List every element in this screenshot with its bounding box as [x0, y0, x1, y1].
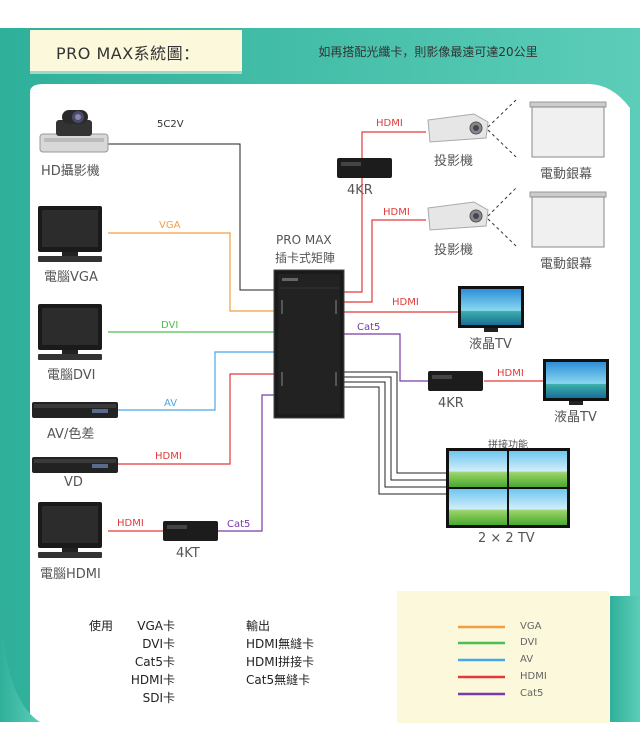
link-hdmi-tv1-label: HDMI — [392, 297, 419, 308]
output-card-item: HDMI無縫卡 — [246, 637, 315, 651]
link-dvi-label: DVI — [161, 320, 179, 331]
4kt-label: 4KT — [176, 546, 200, 561]
matrix-chassis — [273, 269, 345, 419]
projection-lines — [487, 99, 517, 247]
output-cards-list: 輸出 HDMI無縫卡 HDMI拼接卡 Cat5無縫卡 — [246, 617, 314, 689]
output-card-item: Cat5無縫卡 — [246, 673, 311, 687]
line-av — [118, 351, 274, 411]
page-subtitle: 如再搭配光纖卡，則影像最遠可達20公里 — [318, 45, 538, 59]
tv-1-label: 液晶TV — [469, 337, 512, 352]
screen-1-label: 電動銀幕 — [540, 167, 593, 182]
link-hdmi-tv2-label: HDMI — [497, 368, 524, 379]
screen-1-device — [529, 101, 607, 158]
pc-dvi-device — [38, 304, 102, 360]
line-hdmi-vd — [118, 373, 274, 465]
tv-2-label: 液晶TV — [554, 410, 597, 425]
matrix-label-2: 插卡式矩陣 — [275, 251, 336, 265]
hd-camera-label: HD攝影機 — [41, 164, 100, 179]
legend-cat5-label: Cat5 — [520, 688, 544, 699]
legend-dvi-label: DVI — [520, 637, 538, 648]
legend-hdmi-label: HDMI — [520, 671, 547, 682]
line-wall-2 — [343, 376, 446, 481]
input-card-item: Cat5卡 — [134, 655, 175, 669]
legend-lines — [458, 625, 505, 696]
projector-2-label: 投影機 — [434, 243, 474, 258]
pc-dvi-label: 電腦DVI — [47, 368, 96, 383]
4kr-top-device — [337, 158, 392, 178]
link-hdmi-proj2-label: HDMI — [383, 207, 410, 218]
4kr-top-label: 4KR — [347, 183, 373, 198]
screen-2-device — [529, 191, 607, 248]
projector-1-device — [427, 113, 489, 143]
input-cards-heading: 使用 — [89, 619, 114, 633]
link-cat5-out-label: Cat5 — [357, 322, 381, 333]
line-wall-1 — [343, 371, 446, 474]
input-card-item: DVI卡 — [142, 637, 175, 651]
4kr-mid-label: 4KR — [438, 396, 464, 411]
line-vga — [108, 232, 274, 312]
video-wall-title: 拼接功能 — [488, 440, 528, 451]
link-av-label: AV — [164, 398, 178, 409]
title-box — [30, 30, 242, 74]
pc-hdmi-label: 電腦HDMI — [40, 567, 101, 582]
legend-av-label: AV — [520, 654, 534, 665]
pc-vga-label: 電腦VGA — [44, 270, 98, 285]
vd-player-device — [32, 457, 118, 473]
pc-hdmi-device — [38, 502, 102, 558]
link-cat5-in-label: Cat5 — [227, 519, 251, 530]
input-cards-list: VGA卡 DVI卡 Cat5卡 HDMI卡 SDI卡 — [119, 617, 175, 707]
projector-1-label: 投影機 — [434, 154, 474, 169]
4kt-device — [163, 521, 218, 541]
av-player-device — [32, 402, 118, 418]
line-wall-3 — [343, 381, 446, 488]
input-card-item: HDMI卡 — [130, 673, 175, 687]
output-card-item: HDMI拼接卡 — [246, 655, 315, 669]
tv-1-device — [458, 286, 524, 332]
legend-vga-label: VGA — [520, 621, 542, 632]
line-5c2v — [108, 143, 274, 291]
hd-camera-device — [39, 110, 109, 153]
projector-2-device — [427, 201, 489, 231]
input-card-item: VGA卡 — [137, 619, 175, 633]
video-wall-label: 2 × 2 TV — [478, 531, 535, 546]
pc-vga-device — [38, 206, 102, 262]
input-card-item: SDI卡 — [142, 691, 175, 705]
screen-2-label: 電動銀幕 — [540, 257, 593, 272]
4kr-mid-device — [428, 371, 483, 391]
line-cat5-in — [218, 394, 274, 532]
matrix-label-1: PRO MAX — [276, 233, 332, 247]
link-vga-label: VGA — [159, 220, 181, 231]
line-wall-4 — [343, 386, 446, 495]
link-hdmi-proj1-label: HDMI — [376, 118, 403, 129]
line-cat5-out — [343, 333, 428, 382]
av-label: AV/色差 — [47, 427, 95, 442]
link-hdmi-vd-label: HDMI — [155, 451, 182, 462]
link-hdmi-pc-label: HDMI — [117, 518, 144, 529]
link-5c2v-label: 5C2V — [157, 119, 184, 130]
line-hdmi-4kr-top — [343, 131, 426, 293]
video-wall-device — [446, 448, 570, 528]
page-title: PRO MAX系統圖： — [56, 44, 200, 63]
legend-box — [397, 591, 609, 723]
output-cards-heading: 輸出 — [246, 619, 271, 633]
line-hdmi-proj2 — [343, 219, 426, 303]
tv-2-device — [543, 359, 609, 405]
vd-label: VD — [64, 475, 83, 490]
